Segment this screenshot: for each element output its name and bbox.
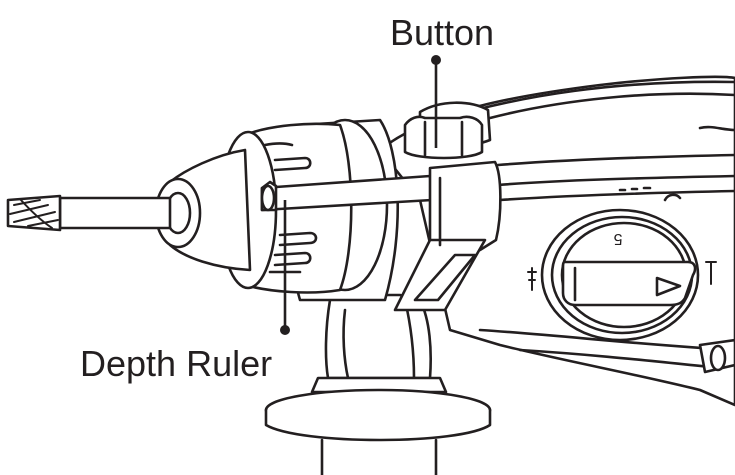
depth-ruler-leader-dot [280,325,290,335]
lever-arrow-icon [655,276,682,297]
drill-mode-icon [527,267,537,291]
depth-ruler-clamp [393,160,502,312]
drill-bit [6,194,172,232]
depth-ruler-label: Depth Ruler [80,343,272,384]
mode-selector-dial: 5 [527,208,717,342]
depth-ruler-callout: Depth Ruler [80,200,290,384]
button-callout: Button [390,12,494,148]
dial-mark-label: 5 [613,230,622,247]
lock-button [403,101,492,160]
button-leader-dot [431,55,441,65]
button-label: Button [390,12,494,53]
grip-collar [264,376,492,475]
hammer-mode-icon [705,261,717,285]
